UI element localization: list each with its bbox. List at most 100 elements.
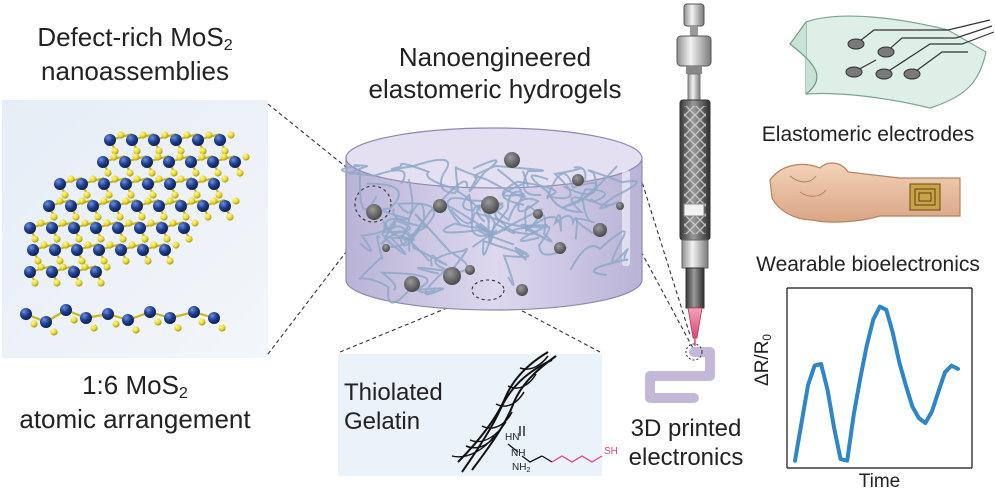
s-atom [141, 235, 148, 242]
mo-atom [43, 200, 55, 212]
s-atom [176, 153, 183, 160]
s-atom [110, 153, 117, 160]
electrodes-label: Elastomeric electrodes [740, 122, 996, 148]
s-atom [128, 241, 135, 248]
s-atom [218, 324, 225, 331]
printed-trace [650, 352, 710, 398]
mo-atom [24, 222, 36, 234]
chart-y-label-sub: 0 [761, 334, 774, 341]
s-atom [192, 169, 199, 176]
mo-atom [68, 222, 80, 234]
mo-atom [131, 200, 143, 212]
s-atom [105, 191, 112, 198]
mo-atom [126, 134, 138, 146]
s-atom [169, 219, 176, 226]
s-atom [111, 147, 118, 154]
mo-atom [144, 306, 156, 318]
mo-atom [49, 244, 61, 256]
s-atom [132, 153, 139, 160]
mo-atom [90, 266, 102, 278]
s-atom [75, 279, 82, 286]
nanoparticle [404, 276, 420, 292]
s-atom [205, 131, 212, 138]
s-atom [132, 326, 139, 333]
s-atom [174, 324, 181, 331]
s-atom [148, 169, 155, 176]
nanoparticle [504, 152, 520, 168]
s-atom [122, 197, 129, 204]
mo-atom [119, 156, 131, 168]
s-atom [103, 263, 110, 270]
gelatin-label-line1: Thiolated [344, 379, 443, 406]
mo-atom [71, 244, 83, 256]
s-atom [37, 219, 44, 226]
s-atom [185, 235, 192, 242]
s-atom [163, 235, 170, 242]
mo-atom [159, 244, 171, 256]
s-atom [232, 197, 239, 204]
s-atom [139, 131, 146, 138]
mo-atom [170, 134, 182, 146]
mos2-title-sub: 2 [224, 36, 233, 54]
nanoparticle [443, 267, 461, 285]
s-atom [191, 219, 198, 226]
electrode-sheet [790, 16, 994, 108]
mo-atom [164, 178, 176, 190]
mo-atom [120, 178, 132, 190]
mos2-caption-line2: atomic arrangement [19, 404, 250, 434]
mos2-title-line1: Defect-rich MoS [37, 22, 223, 52]
s-atom [193, 191, 200, 198]
mo-atom [185, 156, 197, 168]
s-atom [117, 131, 124, 138]
mos2-title: Defect-rich MoS2 nanoassemblies [0, 22, 270, 87]
mo-atom [27, 244, 39, 256]
s-atom [183, 131, 190, 138]
s-atom [221, 175, 228, 182]
s-atom [106, 241, 113, 248]
s-atom [210, 197, 217, 204]
s-atom [160, 213, 167, 220]
s-atom [220, 153, 227, 160]
chart-x-label: Time [787, 470, 972, 493]
s-atom [236, 169, 243, 176]
s-atom [59, 219, 66, 226]
hydrogel-title-line2: elastomeric hydrogels [369, 74, 622, 104]
s-atom [62, 241, 69, 248]
s-atom [72, 213, 79, 220]
nanoparticle [593, 223, 607, 237]
mo-atom [207, 156, 219, 168]
s-atom [171, 191, 178, 198]
mo-atom [175, 200, 187, 212]
s-atom [31, 235, 38, 242]
mos2-caption-line1: 1:6 MoS [82, 370, 179, 400]
mo-atom [46, 222, 58, 234]
chem-nh2-text: NH [512, 462, 526, 473]
s-atom [70, 316, 77, 323]
s-atom [214, 169, 221, 176]
s-atom [50, 213, 57, 220]
chart-y-label-text: ΔR/R [752, 341, 773, 386]
s-atom [198, 318, 205, 325]
s-atom [83, 191, 90, 198]
s-atom [89, 175, 96, 182]
s-atom [166, 197, 173, 204]
nanoparticle [516, 284, 528, 296]
chart-series-line [795, 307, 958, 461]
mo-atom [214, 134, 226, 146]
mo-atom [68, 266, 80, 278]
mo-atom [148, 134, 160, 146]
chem-nh: NH [511, 448, 525, 459]
nanoparticle [481, 196, 499, 214]
s-atom [53, 279, 60, 286]
mo-atom [229, 156, 241, 168]
s-atom [177, 147, 184, 154]
mo-atom [197, 200, 209, 212]
s-atom [138, 213, 145, 220]
mo-atom [54, 178, 66, 190]
s-atom [103, 219, 110, 226]
s-atom [149, 191, 156, 198]
s-atom [59, 263, 66, 270]
3d-printer [677, 4, 711, 346]
mo-atom [192, 134, 204, 146]
s-atom [100, 197, 107, 204]
